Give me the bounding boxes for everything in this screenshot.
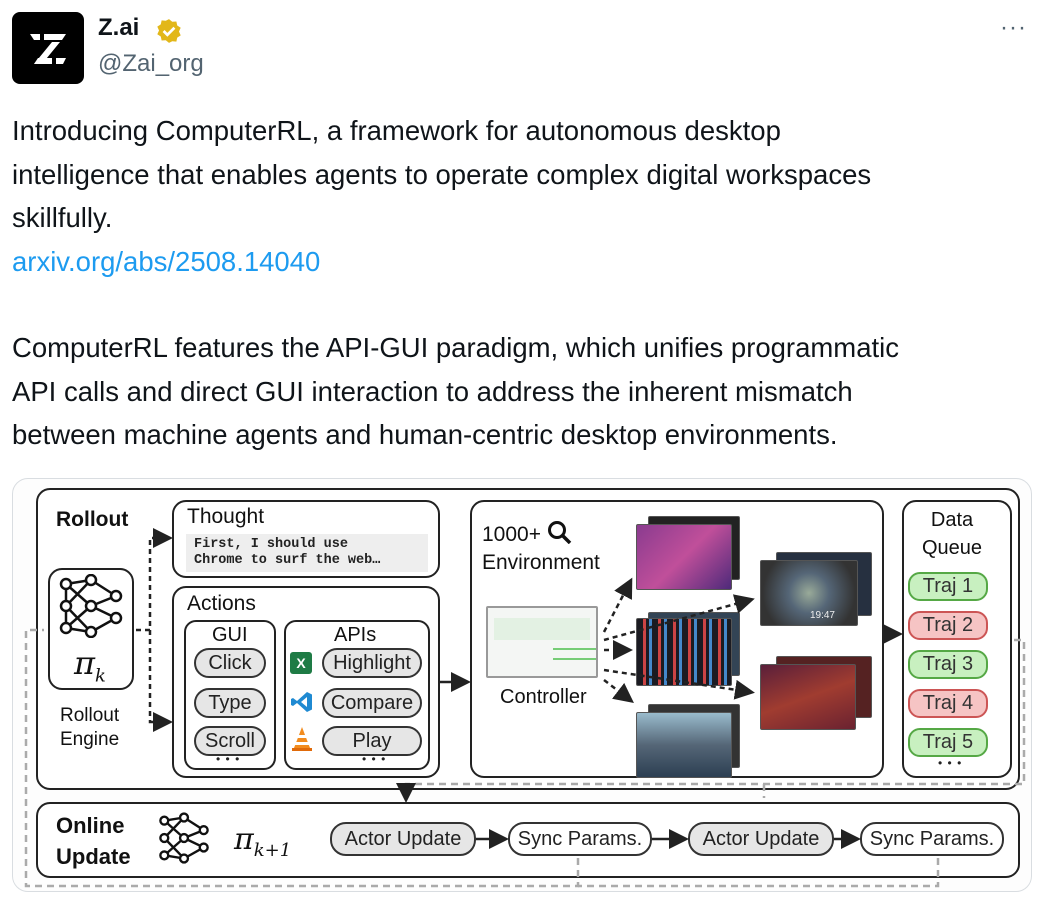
sync-params-step: Sync Params. [508,822,652,856]
text-line: between machine agents and human-centric… [12,419,838,450]
gui-action-type: Type [194,688,266,718]
traj-success: Traj 3 [908,650,988,679]
verified-badge-icon [157,19,181,43]
thought-title: Thought [187,505,265,528]
apis-title: APIs [334,624,377,646]
traj-success: Traj 5 [908,728,988,757]
environment-title: 1000+ Environment [482,520,600,577]
traj-success: Traj 1 [908,572,988,601]
desktop-screenshot-ubuntu [760,664,856,730]
policy-next-label: πk+1 [234,822,292,861]
text-line: API calls and direct GUI interaction to … [12,375,853,407]
tweet-text-intro: Introducing ComputerRL, a framework for … [12,109,1046,283]
vscode-icon [291,692,312,712]
search-icon [547,521,572,545]
text-line: Introducing ComputerRL, a framework for … [12,115,781,146]
text-line: intelligence that enables agents to oper… [12,158,872,190]
api-action-compare: Compare [322,688,422,718]
author-name[interactable]: Z.ai [98,14,140,41]
actor-update-step: Actor Update [688,822,834,856]
neural-network-icon [59,574,123,638]
avatar[interactable] [12,12,84,84]
ellipsis: • • • [216,752,241,766]
controller-screenshot [486,606,598,678]
vlc-icon [292,727,312,751]
author-handle[interactable]: @Zai_org [98,50,204,77]
more-options-icon[interactable]: ··· [1000,14,1027,41]
text-line: ComputerRL features the API-GUI paradigm… [12,332,899,363]
ellipsis: • • • [938,756,963,770]
excel-icon: X [290,652,312,674]
traj-failure: Traj 4 [908,689,988,718]
rollout-title: Rollout [56,508,129,531]
sync-params-step: Sync Params. [860,822,1004,856]
traj-failure: Traj 2 [908,611,988,640]
controller-label: Controller [500,686,587,708]
neural-network-icon [159,812,209,864]
ellipsis: • • • [362,752,387,766]
desktop-screenshot-dark: 19:47 [760,560,858,626]
desktop-screenshot-mountain [636,712,732,778]
desktop-screenshot-purple [636,524,732,590]
policy-label: πk [74,644,106,687]
gui-action-click: Click [194,648,266,678]
actions-title: Actions [187,592,256,615]
arxiv-link[interactable]: arxiv.org/abs/2508.14040 [12,245,321,277]
zai-logo-icon [30,34,66,64]
tweet-text-body: ComputerRL features the API-GUI paradigm… [12,326,1046,457]
desktop-screenshot-apps [636,618,732,686]
api-action-highlight: Highlight [322,648,422,678]
gui-title: GUI [212,624,248,646]
text-line: skillfully. [12,202,113,233]
actor-update-step: Actor Update [330,822,476,856]
